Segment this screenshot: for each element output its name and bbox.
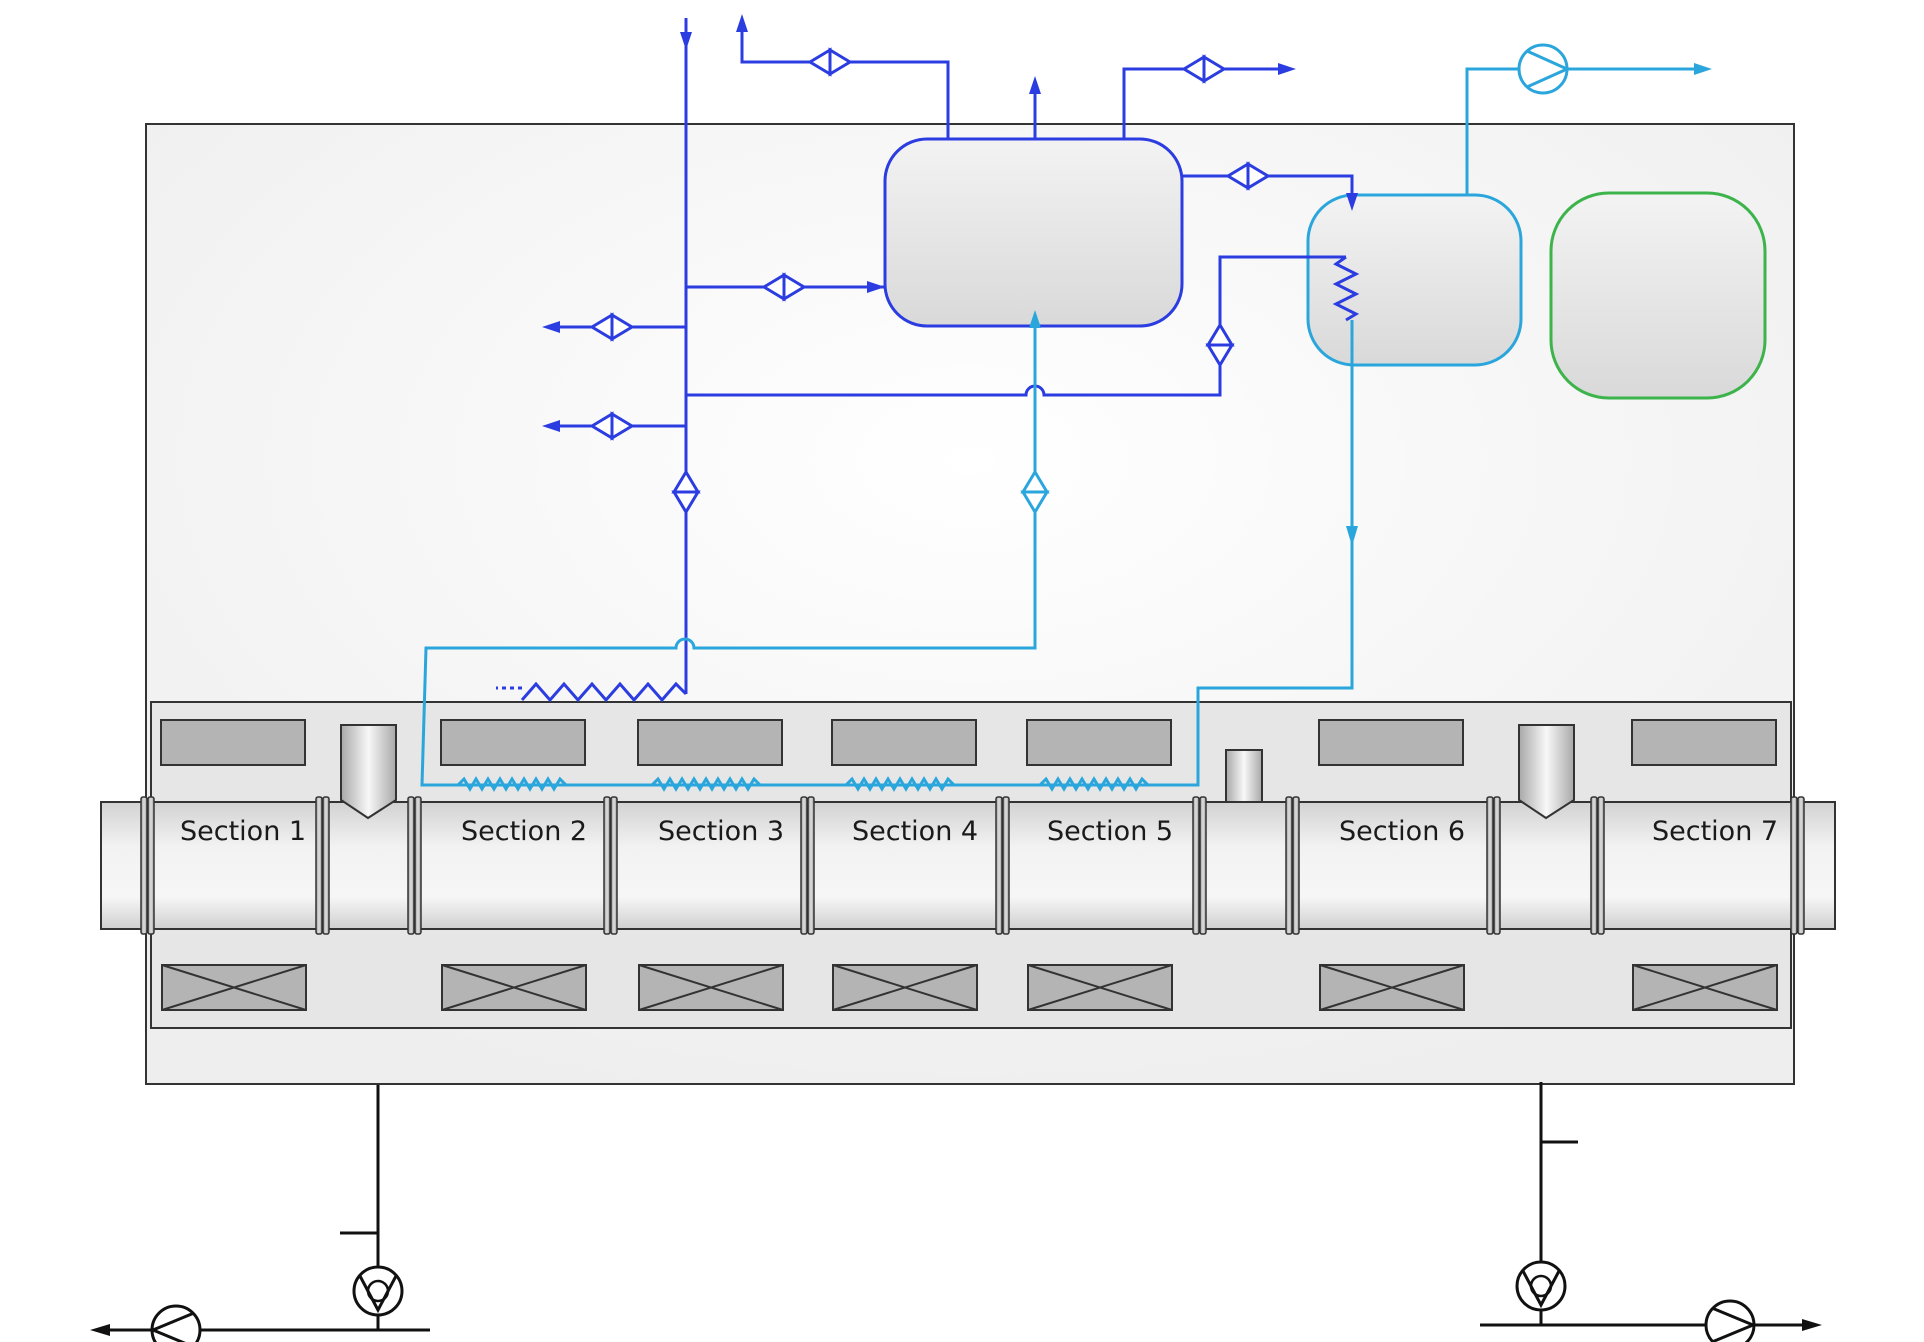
main-vessel: [883, 137, 1184, 328]
chimney: [340, 724, 397, 820]
valve-icon: [807, 47, 853, 77]
section-label: Section 3: [658, 816, 784, 847]
bottom-pumps: [90, 1260, 1822, 1342]
arrow-icon: [1802, 1319, 1822, 1331]
heater-block: [831, 719, 977, 766]
arrow-icon: [542, 420, 560, 432]
section-label: Section 1: [180, 816, 306, 847]
pump-icon: [352, 1265, 404, 1317]
pump-icon: [149, 1304, 202, 1342]
section-labels: Section 1 Section 2 Section 3 Section 4 …: [180, 816, 1778, 847]
arrow-icon: [867, 281, 885, 293]
valve-icon: [589, 411, 635, 441]
crossed-block: [1027, 964, 1173, 1011]
valve-icon: [1225, 161, 1271, 191]
pump-icon: [1515, 1260, 1567, 1312]
arrow-icon: [1346, 526, 1358, 546]
heater-block: [1318, 719, 1464, 766]
bottom-heater-blocks: [161, 964, 1778, 1011]
arrow-icon: [736, 14, 748, 32]
arrow-icon: [680, 32, 692, 50]
valve-icon: [1205, 322, 1235, 368]
secondary-vessel: [1306, 193, 1523, 367]
tube-rings: [140, 796, 1805, 935]
stub: [1225, 749, 1263, 803]
top-heater-blocks: [160, 719, 1777, 766]
heater-block: [1631, 719, 1777, 766]
crossed-block: [161, 964, 307, 1011]
arrow-icon: [1346, 193, 1358, 211]
valve-icon: [589, 312, 635, 342]
heater-block: [1026, 719, 1172, 766]
crossed-block: [638, 964, 784, 1011]
furnace-zigzags: [456, 776, 1150, 792]
chimney: [1518, 724, 1575, 820]
arrows: [542, 14, 1712, 546]
heater-block: [637, 719, 783, 766]
heater-block: [440, 719, 586, 766]
valve-icon: [761, 272, 807, 302]
pump-icon: [1517, 43, 1571, 95]
valve-icon: [1020, 469, 1050, 515]
arrow-icon: [1694, 63, 1712, 75]
section-label: Section 2: [461, 816, 587, 847]
chimneys: [340, 724, 1575, 820]
arrow-icon: [1029, 310, 1041, 328]
crossed-block: [1319, 964, 1465, 1011]
valve-icon: [671, 469, 701, 515]
light-piping: [420, 67, 1704, 787]
main-tube: [100, 801, 1836, 930]
heater-block: [160, 719, 306, 766]
section-label: Section 5: [1047, 816, 1173, 847]
arrow-icon: [542, 321, 560, 333]
crossed-block: [832, 964, 978, 1011]
section-label: Section 7: [1652, 816, 1778, 847]
arrow-icon: [1029, 76, 1041, 94]
pump-icon: [1704, 1299, 1757, 1342]
arrow-icon: [90, 1324, 110, 1336]
section-label: Section 4: [852, 816, 978, 847]
crossed-block: [1632, 964, 1778, 1011]
green-vessel: [1549, 191, 1767, 400]
valve-icon: [1181, 54, 1227, 84]
valves: [589, 47, 1271, 515]
arrow-icon: [1278, 63, 1296, 75]
section-label: Section 6: [1339, 816, 1465, 847]
crossed-block: [441, 964, 587, 1011]
